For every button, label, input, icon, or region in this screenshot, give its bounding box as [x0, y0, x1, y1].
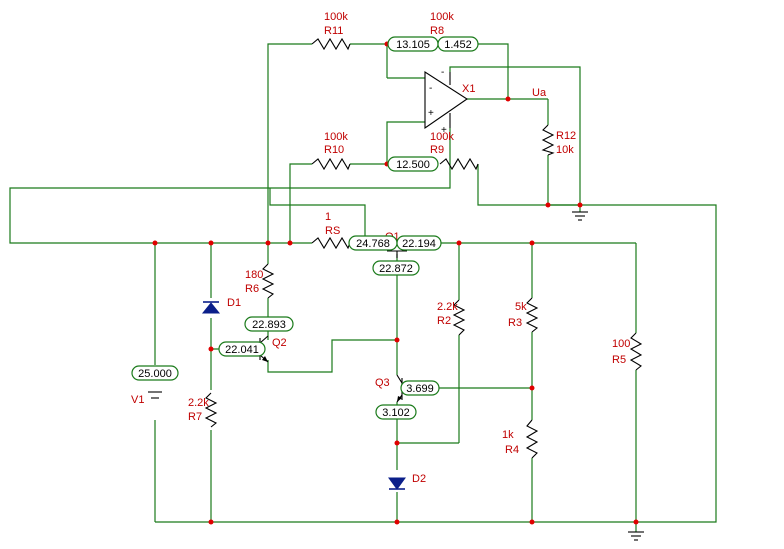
svg-text:12.500: 12.500 — [396, 159, 430, 171]
resistor-r10[interactable]: 100k R10 — [311, 131, 351, 171]
probe-24768[interactable]: 24.768 — [348, 235, 398, 251]
ground-symbol-top — [572, 211, 588, 221]
resistor-r5[interactable]: 100 R5 — [612, 332, 643, 371]
rs-ref: RS — [325, 225, 340, 237]
r2-ref: R2 — [437, 315, 451, 327]
r8-value: 100k — [430, 11, 454, 23]
wires — [9, 43, 717, 532]
svg-text:22.041: 22.041 — [225, 344, 259, 356]
probe-22893[interactable]: 22.893 — [244, 316, 294, 332]
resistor-r6[interactable]: 180 R6 — [245, 263, 275, 299]
probe-3699[interactable]: 3.699 — [400, 380, 440, 396]
r5-value: 100 — [612, 338, 630, 350]
opamp-minus-pin: - — [429, 83, 432, 94]
svg-text:22.194: 22.194 — [402, 238, 436, 250]
battery-v1[interactable]: V1 — [131, 391, 162, 406]
resistor-r11[interactable]: 100k R11 — [311, 11, 351, 51]
svg-text:22.872: 22.872 — [379, 263, 413, 275]
svg-text:24.768: 24.768 — [356, 238, 390, 250]
x1-ref: X1 — [462, 83, 475, 95]
opamp-supply-minus: - — [441, 67, 444, 78]
opamp-supply-plus: + — [441, 125, 447, 136]
r4-value: 1k — [502, 429, 514, 441]
probe-12500[interactable]: 12.500 — [387, 156, 439, 172]
r10-ref: R10 — [324, 144, 344, 156]
svg-text:3.102: 3.102 — [382, 407, 410, 419]
r5-ref: R5 — [612, 354, 626, 366]
r7-value: 2.2k — [188, 397, 209, 409]
d1-ref: D1 — [227, 297, 241, 309]
svg-text:3.699: 3.699 — [406, 383, 434, 395]
resistor-r12[interactable]: R12 10k — [541, 124, 576, 156]
r2-value: 2.2k — [437, 301, 458, 313]
resistor-r2[interactable]: 2.2k R2 — [437, 299, 466, 336]
transistor-q3[interactable]: Q3 — [375, 374, 403, 403]
diode-d1[interactable]: D1 — [201, 297, 241, 314]
r8-ref: R8 — [430, 25, 444, 37]
svg-text:13.105: 13.105 — [396, 39, 430, 51]
v1-ref: V1 — [131, 394, 144, 406]
svg-text:22.893: 22.893 — [252, 319, 286, 331]
r11-value: 100k — [324, 11, 348, 23]
r4-ref: R4 — [505, 444, 519, 456]
q2-ref: Q2 — [272, 337, 287, 349]
opamp-plus-pin: + — [428, 108, 434, 119]
r3-value: 5k — [515, 301, 527, 313]
r11-ref: R11 — [324, 25, 343, 37]
r9-ref: R9 — [430, 144, 444, 156]
d2-ref: D2 — [412, 473, 426, 485]
r9-value: 100k — [430, 131, 454, 143]
resistor-rs[interactable]: 1 RS — [311, 211, 351, 250]
net-label-ua: Ua — [532, 87, 547, 99]
probe-22194[interactable]: 22.194 — [396, 235, 442, 251]
r7-ref: R7 — [188, 411, 202, 423]
resistor-r3[interactable]: 5k R3 — [508, 297, 539, 333]
resistor-r7[interactable]: 2.2k R7 — [188, 392, 218, 428]
r6-value: 180 — [245, 269, 263, 281]
resistor-r8[interactable]: 100k R8 — [430, 11, 454, 37]
probe-1452[interactable]: 1.452 — [437, 36, 479, 52]
probe-22872[interactable]: 22.872 — [372, 260, 420, 276]
rs-value: 1 — [325, 211, 331, 223]
ground-symbol-bottom — [628, 531, 644, 541]
r3-ref: R3 — [508, 317, 522, 329]
probe-13105[interactable]: 13.105 — [387, 36, 439, 52]
svg-text:1.452: 1.452 — [444, 39, 472, 51]
resistor-r9[interactable]: 100k R9 — [430, 131, 479, 171]
diode-d2[interactable]: D2 — [388, 473, 426, 490]
q3-ref: Q3 — [375, 377, 390, 389]
junction-nodes — [152, 41, 639, 525]
r6-ref: R6 — [245, 283, 259, 295]
r12-ref: R12 — [556, 130, 576, 142]
probe-25000[interactable]: 25.000 — [131, 365, 179, 381]
probe-22041[interactable]: 22.041 — [218, 341, 266, 357]
resistor-r4[interactable]: 1k R4 — [502, 419, 539, 459]
svg-text:25.000: 25.000 — [138, 368, 172, 380]
opamp-x1[interactable]: - + - + X1 — [424, 67, 475, 136]
probe-3102[interactable]: 3.102 — [375, 404, 417, 420]
r12-value: 10k — [556, 144, 574, 156]
r10-value: 100k — [324, 131, 348, 143]
